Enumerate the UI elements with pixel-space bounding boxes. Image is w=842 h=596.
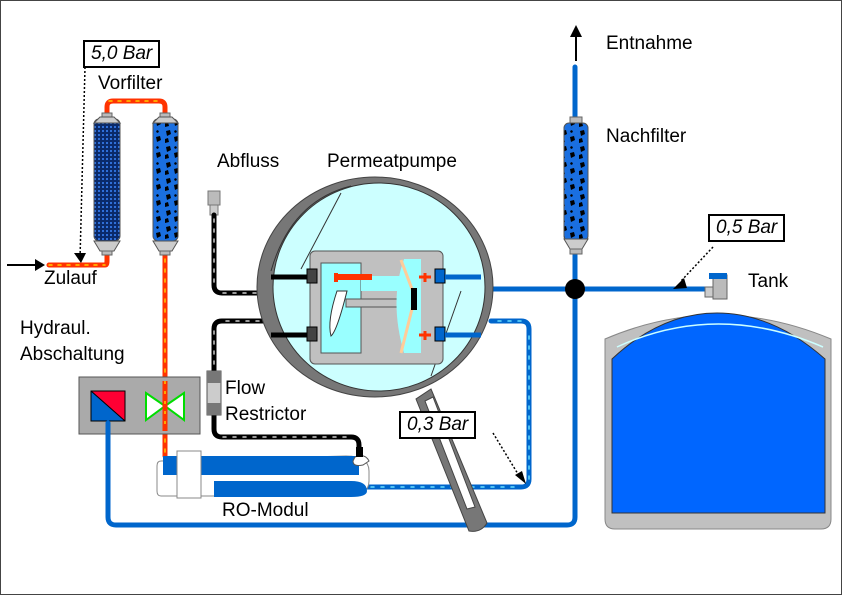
inlet-label: Zulauf xyxy=(44,268,97,289)
drain-connector-icon xyxy=(207,190,221,216)
flow-restrictor-icon xyxy=(206,370,222,416)
junction-icon xyxy=(565,279,585,299)
hydraulic-shutoff-label-line1: Hydraul. xyxy=(20,318,91,339)
permeate-pump-label: Permeatpumpe xyxy=(327,151,457,172)
tank-label: Tank xyxy=(748,271,789,292)
ro-module-icon xyxy=(156,447,370,499)
postfilter-label: Nachfilter xyxy=(606,126,687,147)
concentrate-pipe xyxy=(211,212,362,458)
prefilter-label: Vorfilter xyxy=(98,73,163,94)
shutoff-valve-icon xyxy=(145,391,185,422)
prefilter-2 xyxy=(151,112,180,256)
outlet-label: Entnahme xyxy=(606,33,693,54)
inlet-pressure-label: 5,0 Bar xyxy=(83,40,161,68)
flow-restrictor-label-line2: Restrictor xyxy=(225,404,307,425)
inlet-arrow-icon xyxy=(7,259,45,271)
prefilter-1 xyxy=(92,112,122,256)
tank-pressure-leader xyxy=(680,246,714,282)
leader-arrowhead-icon xyxy=(74,253,86,263)
drain-label: Abfluss xyxy=(217,151,280,172)
inlet-pressure-leader xyxy=(79,66,86,260)
permeate-pump-internals xyxy=(271,250,481,365)
flow-restrictor-label-line1: Flow xyxy=(225,378,266,399)
permeate-return-pipe xyxy=(358,318,532,490)
permeate-pressure-label: 0,3 Bar xyxy=(399,411,477,439)
hydraulic-shutoff-label-line2: Abschaltung xyxy=(20,344,125,365)
ro-module-label: RO-Modul xyxy=(222,500,309,521)
tank-pressure-label: 0,5 Bar xyxy=(708,214,786,242)
tank-icon xyxy=(604,273,832,530)
postfilter xyxy=(563,116,589,255)
permeate-pressure-leader xyxy=(492,432,522,480)
outlet-arrow-icon xyxy=(570,25,582,61)
permeate-pipe xyxy=(105,64,720,528)
